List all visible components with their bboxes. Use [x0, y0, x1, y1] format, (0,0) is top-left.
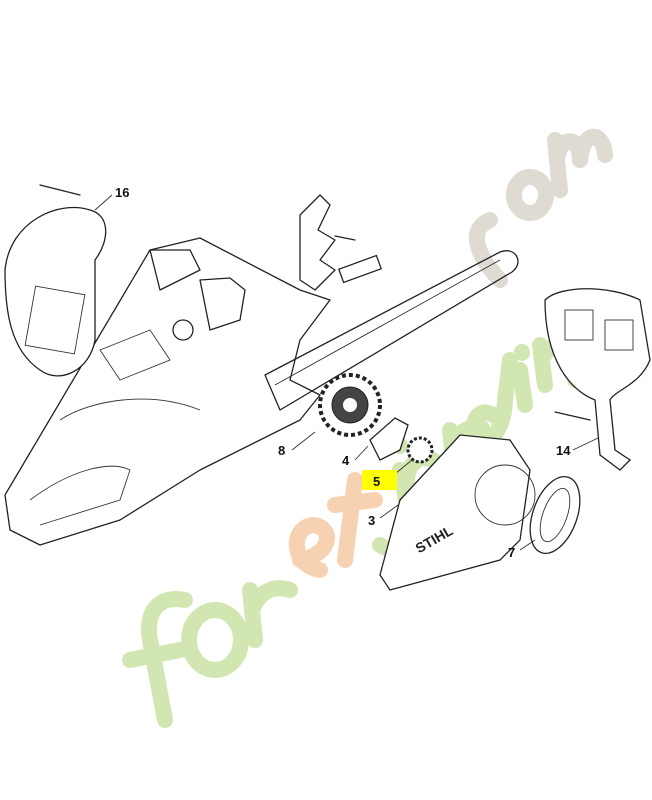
part-label-4[interactable]: 4 — [342, 453, 350, 468]
part-14-rear-handle — [544, 288, 651, 471]
part-label-16[interactable]: 16 — [115, 185, 129, 200]
part-5-nut — [406, 436, 434, 464]
leader-lines — [94, 194, 599, 551]
part-7-tension-knob — [529, 476, 581, 554]
guide-bar — [264, 250, 519, 411]
part-label-7[interactable]: 7 — [508, 545, 515, 560]
highlight-part-5 — [362, 470, 397, 490]
part-label-3[interactable]: 3 — [368, 513, 375, 528]
sprocket — [318, 373, 382, 437]
chain-catcher — [299, 194, 383, 291]
part-label-5[interactable]: 5 — [373, 474, 380, 489]
part-label-14[interactable]: 14 — [556, 443, 571, 458]
part-4-plate — [369, 417, 409, 461]
part-16-hand-guard — [4, 184, 107, 377]
chainsaw-body — [4, 237, 331, 546]
part-3-sprocket-cover: STIHL — [379, 434, 536, 591]
part-label-8[interactable]: 8 — [278, 443, 285, 458]
